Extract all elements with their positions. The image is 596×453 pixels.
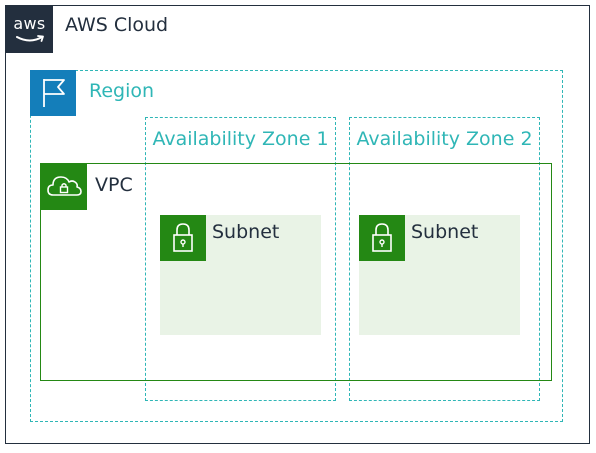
padlock-icon [160, 215, 206, 261]
aws-cloud-label: AWS Cloud [65, 14, 169, 36]
region-group [30, 70, 563, 422]
aws-cloud-group [5, 5, 590, 444]
vpc-group [40, 163, 552, 381]
aws-smile-icon [16, 35, 44, 42]
flag-icon [30, 70, 76, 116]
availability-zone-1-group [145, 117, 336, 401]
availability-zone-2-label: Availability Zone 2 [356, 128, 533, 150]
availability-zone-2-group [349, 117, 540, 401]
subnet-1-label: Subnet [212, 221, 280, 243]
aws-logo-text: aws [13, 14, 46, 33]
padlock-icon [359, 215, 405, 261]
aws-logo-icon: aws [6, 6, 53, 53]
cloud-lock-icon [41, 164, 87, 210]
vpc-label: VPC [95, 174, 133, 196]
region-label: Region [89, 80, 155, 102]
subnet-2-label: Subnet [411, 221, 479, 243]
availability-zone-1-label: Availability Zone 1 [152, 128, 329, 150]
